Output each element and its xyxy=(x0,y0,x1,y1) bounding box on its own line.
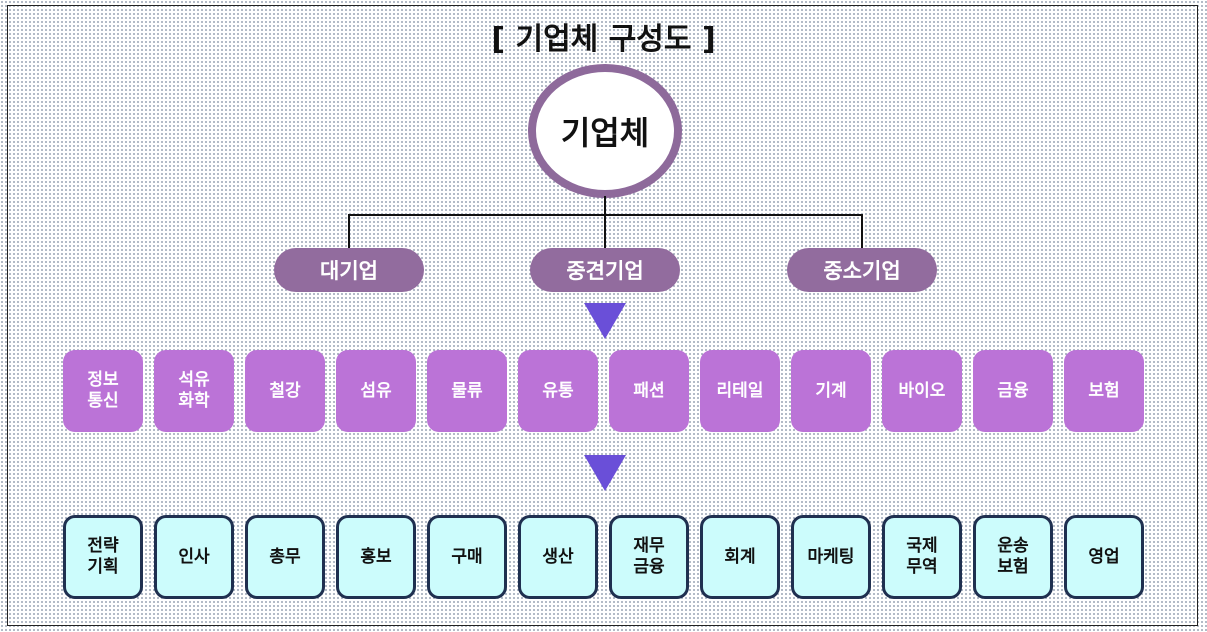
industry-box: 리테일 xyxy=(700,350,780,432)
department-box: 구매 xyxy=(427,515,507,599)
department-box: 회계 xyxy=(700,515,780,599)
department-box: 영업 xyxy=(1064,515,1144,599)
industry-box: 기계 xyxy=(791,350,871,432)
industry-box: 정보 통신 xyxy=(63,350,143,432)
connector-line xyxy=(348,214,350,248)
industry-box: 패션 xyxy=(609,350,689,432)
department-box: 마케팅 xyxy=(791,515,871,599)
category-small: 중소기업 xyxy=(787,248,937,292)
industry-box: 물류 xyxy=(427,350,507,432)
industry-box: 석유 화학 xyxy=(154,350,234,432)
department-box: 운송 보험 xyxy=(973,515,1053,599)
category-mid: 중견기업 xyxy=(530,248,680,292)
department-box: 인사 xyxy=(154,515,234,599)
department-box: 생산 xyxy=(518,515,598,599)
industry-box: 보험 xyxy=(1064,350,1144,432)
category-large: 대기업 xyxy=(274,248,424,292)
industry-box: 유통 xyxy=(518,350,598,432)
arrow-down-icon xyxy=(584,303,626,339)
industry-box: 철강 xyxy=(245,350,325,432)
root-node: 기업체 xyxy=(528,64,682,198)
diagram-frame xyxy=(7,5,1198,626)
department-box: 국제 무역 xyxy=(882,515,962,599)
page-title: [ 기업체 구성도 ] xyxy=(491,22,716,57)
industry-box: 섬유 xyxy=(336,350,416,432)
department-box: 전략 기획 xyxy=(63,515,143,599)
connector-line xyxy=(861,214,863,248)
industry-box: 바이오 xyxy=(882,350,962,432)
arrow-down-icon xyxy=(584,455,626,491)
department-box: 총무 xyxy=(245,515,325,599)
department-box: 홍보 xyxy=(336,515,416,599)
industry-box: 금융 xyxy=(973,350,1053,432)
connector-line xyxy=(604,214,606,248)
connector-line xyxy=(604,196,606,216)
department-box: 재무 금융 xyxy=(609,515,689,599)
